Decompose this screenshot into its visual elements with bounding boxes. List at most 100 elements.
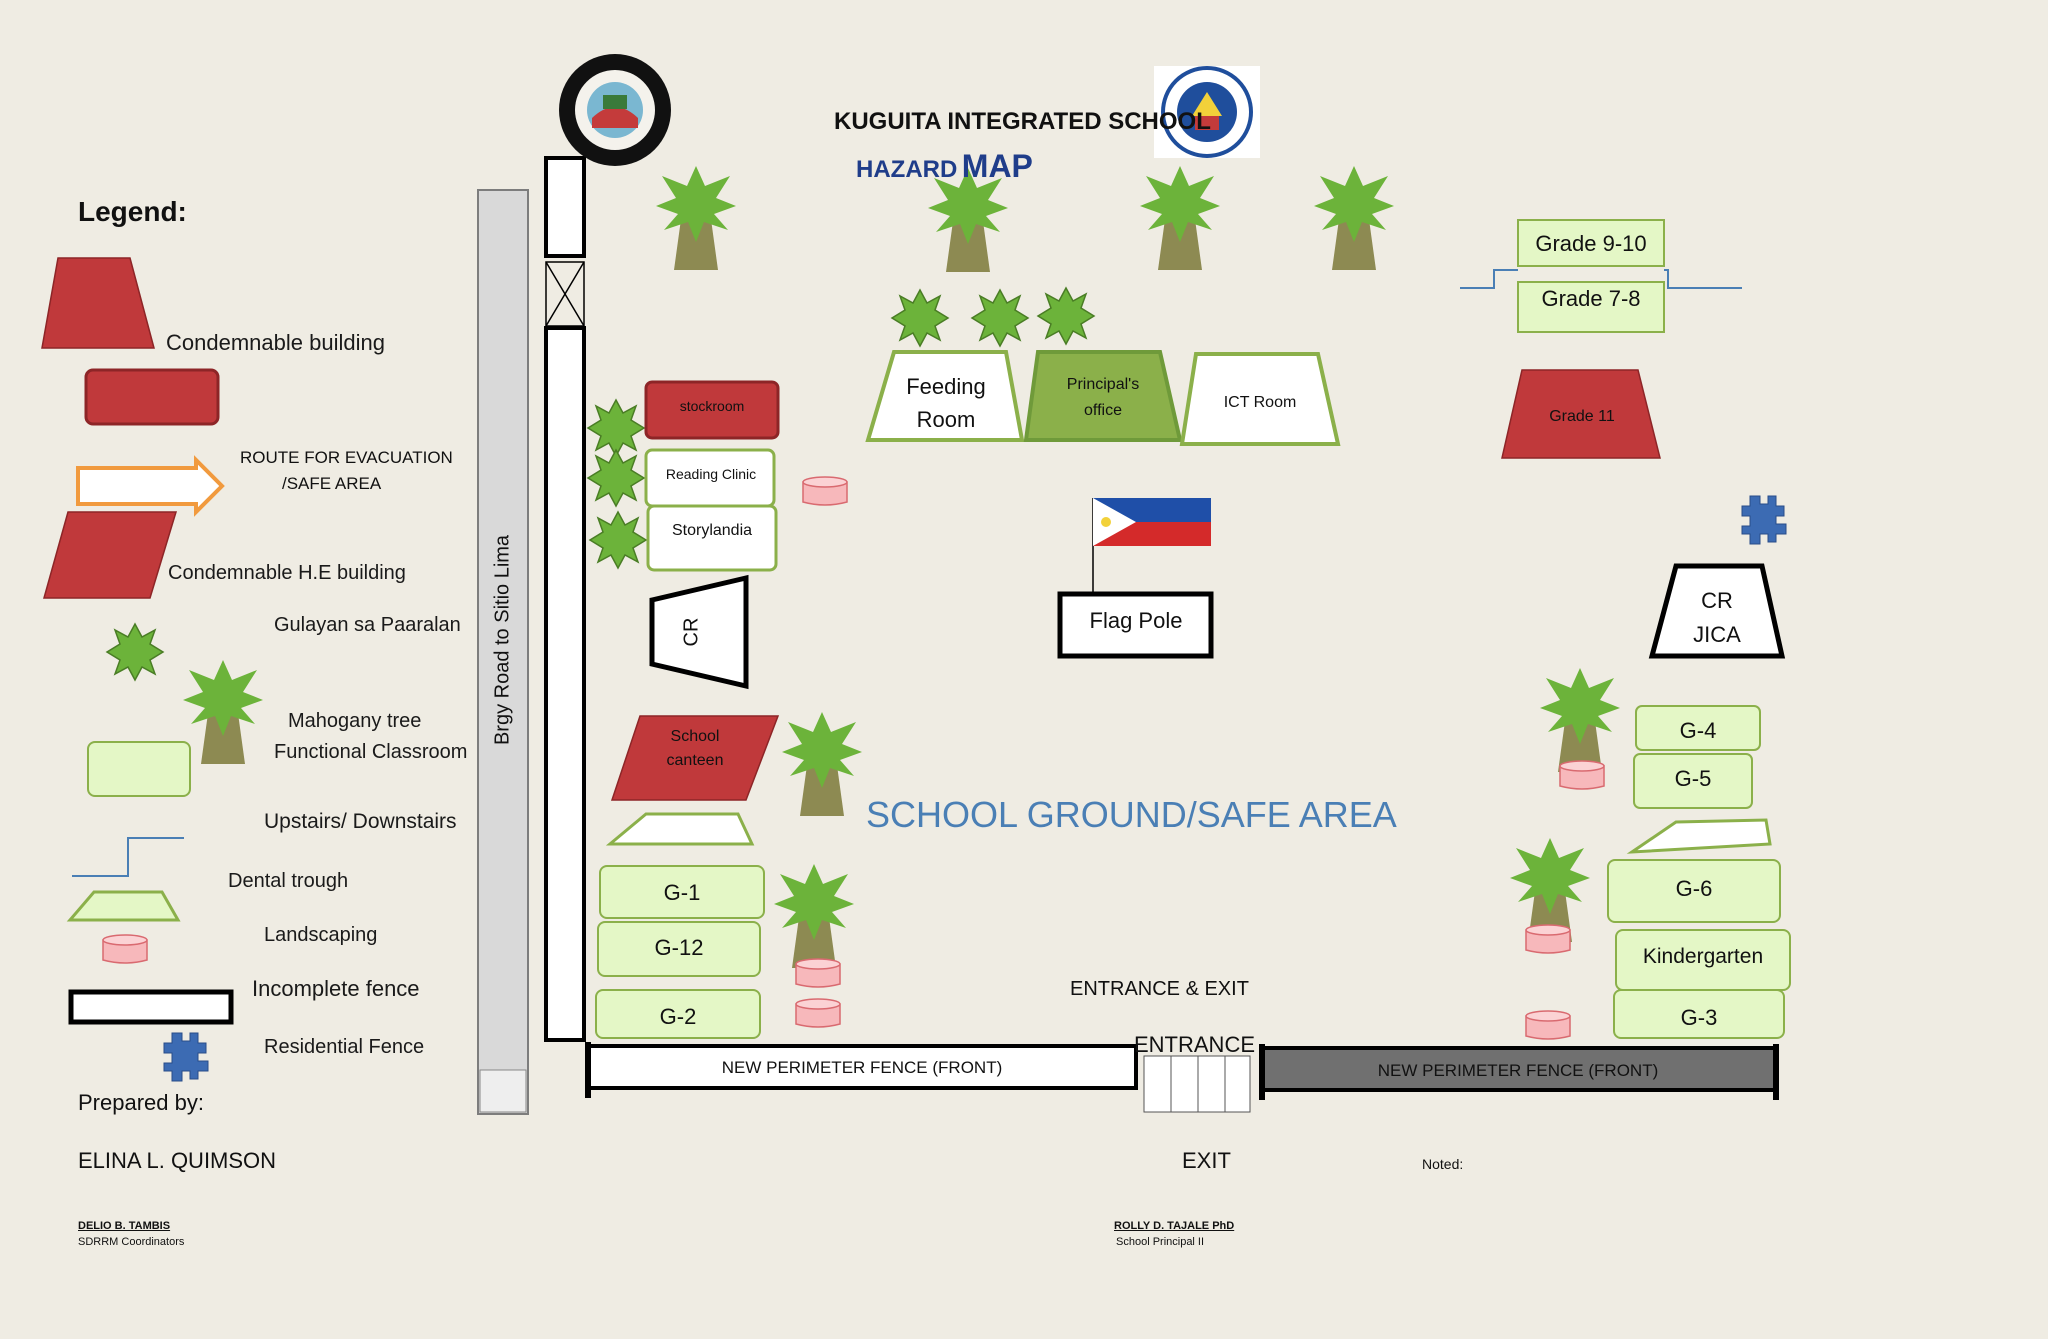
stockroom-label: stockroom: [679, 398, 745, 414]
g5-label: G-5: [1674, 766, 1712, 791]
legend-label-dental: Dental trough: [228, 870, 349, 892]
mahogany-tree: [1540, 668, 1620, 772]
stairs-left: [1460, 269, 1518, 289]
mahogany-tree: [656, 166, 736, 270]
subtitle-hazard: HAZARD: [856, 156, 958, 183]
storylandia-label: Storylandia: [671, 522, 753, 539]
school-logo: [559, 54, 671, 166]
coordinator-role: SDRRM Coordinators: [78, 1236, 185, 1248]
road-label: Brgy Road to Sitio Lima: [491, 534, 514, 746]
principal-name: ROLLY D. TAJALE PhD: [1114, 1220, 1235, 1232]
legend-he-building-icon: [43, 511, 178, 599]
gulayan-shrub: [587, 399, 645, 457]
mahogany-tree: [1314, 166, 1394, 270]
dental-trough-right: [1626, 818, 1772, 854]
fence-left-label: NEW PERIMETER FENCE (FRONT): [721, 1058, 1003, 1077]
g4-building: [1635, 705, 1761, 751]
cr-jica-building: [1648, 563, 1786, 659]
legend-label-functional: Functional Classroom: [274, 741, 468, 763]
g1-building: [599, 865, 765, 919]
feeding-label-2: Room: [916, 407, 976, 432]
legend-heading: Legend:: [78, 196, 187, 227]
legend-label-condemnable: Condemnable building: [166, 330, 385, 355]
entrance-gate: [1143, 1055, 1251, 1113]
legend-dental-trough-icon: [66, 890, 181, 922]
principals-office-building: [1023, 350, 1183, 442]
grade-11-building: [1501, 369, 1661, 459]
front-fence-right: [1259, 1044, 1779, 1100]
kindergarten-label: Kindergarten: [1642, 945, 1764, 968]
g12-label: G-12: [654, 935, 704, 960]
dental-trough-left: [605, 812, 755, 846]
g6-label: G-6: [1675, 876, 1713, 901]
legend-landscaping-icon: [102, 934, 148, 964]
mahogany-tree: [782, 712, 862, 816]
feeding-label-1: Feeding: [906, 374, 986, 399]
entrance-label: ENTRANCE: [1134, 1032, 1256, 1057]
road: [477, 189, 529, 1115]
flag-pole-label: Flag Pole: [1089, 608, 1183, 633]
safe-area-label: SCHOOL GROUND/SAFE AREA: [866, 794, 1397, 835]
legend-label-mahogany: Mahogany tree: [288, 710, 422, 732]
mahogany-tree: [1140, 166, 1220, 270]
grade-9-10-label: Grade 9-10: [1535, 231, 1647, 256]
legend-label-landscaping: Landscaping: [264, 924, 378, 946]
mahogany-tree: [774, 864, 854, 968]
ict-label: ICT Room: [1223, 394, 1297, 411]
canteen-label-1: School: [670, 728, 720, 745]
gulayan-shrub: [1037, 287, 1095, 345]
cr-left-label: CR: [680, 617, 703, 647]
canteen-label-2: canteen: [666, 752, 724, 769]
legend-symbols: [41, 257, 263, 1082]
legend-label-residential: Residential Fence: [264, 1036, 425, 1058]
flag-pole: [1057, 498, 1214, 659]
stairs-right: [1664, 269, 1742, 289]
grade-9-10-building: [1517, 219, 1665, 267]
landscaping-trough: [1525, 924, 1571, 954]
g2-building: [595, 989, 761, 1039]
deped-seal: [1154, 66, 1260, 158]
landscaping-trough: [795, 998, 841, 1028]
storylandia-building: [646, 504, 778, 572]
g4-label: G-4: [1679, 718, 1717, 743]
legend-mahogany-icon: [183, 660, 263, 764]
reading-clinic-label: Reading Clinic: [665, 466, 757, 482]
coordinator-name: DELIO B. TAMBIS: [78, 1220, 171, 1232]
g2-label: G-2: [659, 1004, 697, 1029]
landscaping-trough: [802, 476, 848, 506]
legend-label-he: Condemnable H.E building: [168, 562, 406, 584]
legend-evacuation-arrow-icon: [76, 455, 225, 517]
noted-label: Noted:: [1422, 1156, 1464, 1172]
grade-7-8-building: [1517, 281, 1665, 333]
legend-label-incomplete: Incomplete fence: [252, 976, 420, 1001]
g5-building: [1633, 753, 1753, 809]
principal-label-1: Principal's: [1066, 376, 1140, 393]
legend-residential-fence-icon: [163, 1032, 209, 1082]
feeding-room-building: [865, 350, 1025, 442]
g3-building: [1613, 989, 1785, 1039]
page-subtitle: HAZARD MAP: [856, 148, 1033, 185]
grade-11-label: Grade 11: [1549, 408, 1615, 425]
g12-building: [597, 921, 761, 977]
ict-room-building: [1179, 352, 1341, 446]
legend-label-stairs: Upstairs/ Downstairs: [264, 810, 457, 833]
west-fence: [544, 156, 586, 1042]
legend-label-safe-area: /SAFE AREA: [282, 474, 382, 493]
landscaping-trough: [1559, 760, 1605, 790]
cr-left-building: [649, 574, 749, 690]
gulayan-shrub: [971, 289, 1029, 347]
gulayan-shrub: [891, 289, 949, 347]
g3-label: G-3: [1680, 1005, 1718, 1030]
residential-fence-icon: [1741, 495, 1787, 545]
principal-label-2: office: [1084, 402, 1122, 419]
landscaping-trough: [795, 958, 841, 988]
subtitle-map: MAP: [961, 148, 1033, 184]
gulayan-shrub: [587, 449, 645, 507]
legend-label-evacuation: ROUTE FOR EVACUATION: [240, 448, 453, 467]
prepared-by-label: Prepared by:: [78, 1090, 204, 1115]
legend-functional-icon: [87, 741, 191, 797]
g1-label: G-1: [663, 880, 701, 905]
g6-building: [1607, 859, 1781, 923]
